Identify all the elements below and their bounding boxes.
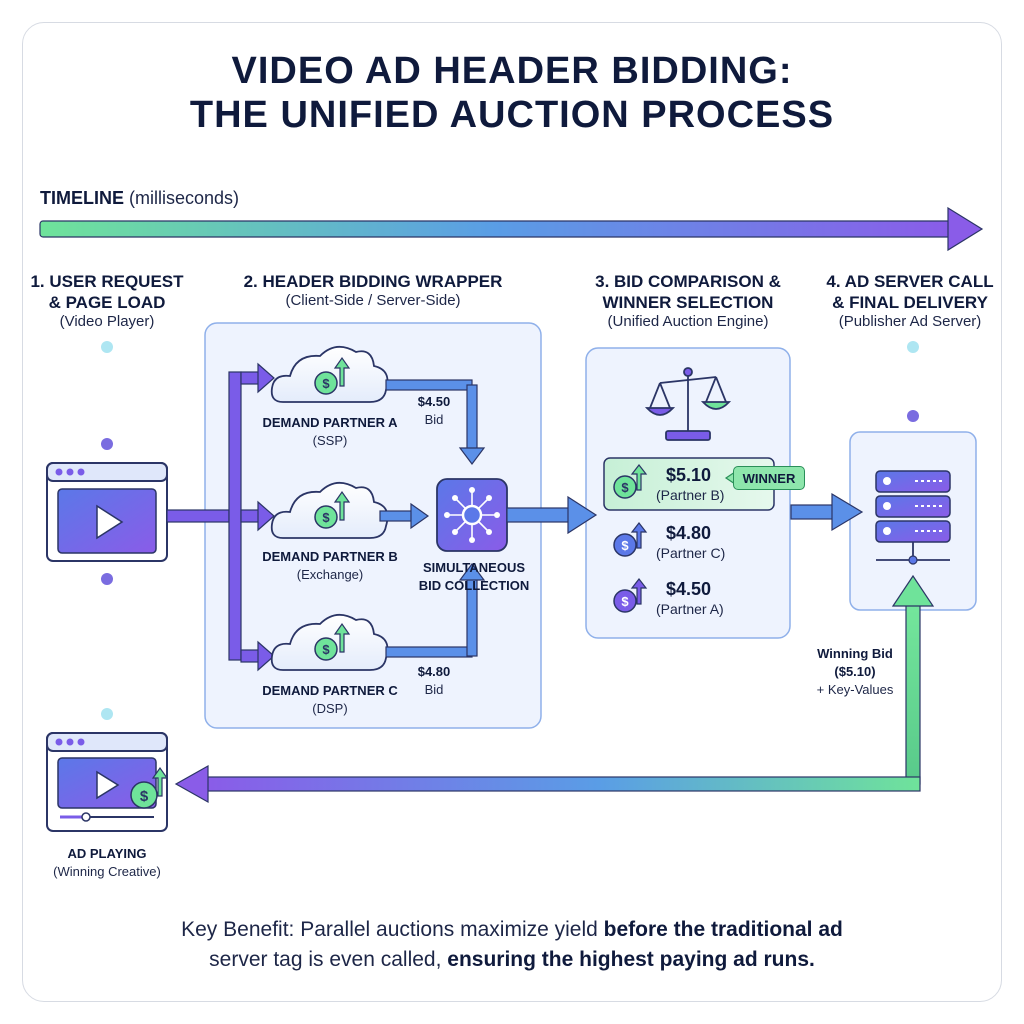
- partner-c-bid-label: Bid: [424, 682, 444, 697]
- svg-text:$: $: [322, 642, 330, 657]
- svg-text:$: $: [322, 376, 330, 391]
- scale-icon: [644, 367, 732, 441]
- phase-4-subtitle: (Publisher Ad Server): [838, 313, 982, 330]
- timeline-arrow: [39, 206, 984, 252]
- ad-playing-player: $: [46, 732, 169, 832]
- partner-c-bid: $4.80: [417, 664, 451, 679]
- phase-3-subtitle: (Unified Auction Engine): [607, 313, 769, 330]
- phase-1-title-1: 1. USER REQUEST: [30, 272, 184, 291]
- phase-3-title-1: 3. BID COMPARISON &: [595, 272, 781, 291]
- benefit-line-1: Key Benefit: Parallel auctions maximize …: [0, 916, 1024, 944]
- partner-a-type: (SSP): [312, 433, 348, 448]
- play-icon: [96, 770, 120, 800]
- phase-4-title-1: 4. AD SERVER CALL: [826, 272, 994, 291]
- fanout-arrows: [166, 362, 275, 672]
- hub-icon: [436, 478, 508, 552]
- partner-b-type: (Exchange): [296, 567, 364, 582]
- phase1-connector-bottom: [101, 573, 113, 720]
- title-line-2: THE UNIFIED AUCTION PROCESS: [189, 94, 835, 136]
- auction-to-server-arrow: [790, 492, 864, 532]
- dollar-up-icon: $: [314, 622, 351, 661]
- dollar-up-icon: $: [130, 766, 169, 809]
- bid-arrow-c: [385, 563, 486, 658]
- server-icon: [875, 470, 951, 565]
- rank-3-partner: (Partner A): [656, 601, 724, 617]
- timeline-label-rest: (milliseconds): [129, 188, 240, 208]
- partner-c-name: DEMAND PARTNER C: [262, 683, 398, 698]
- rank-2-partner: (Partner C): [656, 545, 726, 561]
- video-player-icon: [46, 462, 168, 562]
- benefit-line-2: server tag is even called, ensuring the …: [0, 946, 1024, 974]
- svg-text:$: $: [621, 594, 629, 609]
- phase1-connector-top: [101, 341, 113, 450]
- timeline-label: TIMELINE (milliseconds): [40, 188, 239, 209]
- winning-bid-line-2: ($5.10): [834, 664, 876, 679]
- phase-1-title-2: & PAGE LOAD: [48, 293, 166, 312]
- timeline-label-bold: TIMELINE: [40, 188, 124, 208]
- partner-a-bid-label: Bid: [424, 412, 444, 427]
- collection-line-2: BID COLLECTION: [418, 578, 530, 593]
- collection-line-1: SIMULTANEOUS: [422, 560, 526, 575]
- benefit-part-2: before the traditional ad: [603, 918, 843, 941]
- play-icon: [96, 504, 124, 540]
- dollar-up-icon: $: [314, 356, 351, 395]
- svg-text:$: $: [322, 510, 330, 525]
- winning-bid-line-3: + Key-Values: [816, 682, 894, 697]
- phase-3-title-2: WINNER SELECTION: [602, 293, 774, 312]
- svg-text:$: $: [621, 538, 629, 553]
- ad-playing-title: AD PLAYING: [67, 846, 147, 861]
- partner-b-name: DEMAND PARTNER B: [262, 549, 398, 564]
- bid-arrow-b: [379, 502, 430, 530]
- dollar-up-icon: $: [314, 490, 351, 529]
- return-arrow: [174, 574, 935, 804]
- dollar-up-icon: $: [613, 578, 648, 613]
- phase-4-title-2: & FINAL DELIVERY: [832, 293, 988, 312]
- bid-arrow-a: [385, 379, 486, 465]
- phase-2-subtitle: (Client-Side / Server-Side): [285, 292, 461, 309]
- partner-a-bid: $4.50: [417, 394, 451, 409]
- phase-1-subtitle: (Video Player): [59, 313, 155, 330]
- benefit-part-1: Key Benefit: Parallel auctions maximize …: [181, 918, 604, 941]
- partner-c-type: (DSP): [312, 701, 348, 716]
- benefit-part-3: server tag is even called,: [209, 948, 442, 971]
- rank-3-price: $4.50: [666, 579, 712, 599]
- ad-playing-subtitle: (Winning Creative): [53, 864, 161, 879]
- dollar-up-icon: $: [613, 464, 648, 499]
- benefit-part-4: ensuring the highest paying ad runs.: [441, 948, 815, 971]
- svg-text:$: $: [621, 480, 629, 495]
- phase-2-title: 2. HEADER BIDDING WRAPPER: [243, 272, 503, 291]
- hub-to-auction-arrow: [506, 495, 598, 535]
- winner-badge: WINNER: [733, 466, 805, 490]
- title-line-1: VIDEO AD HEADER BIDDING:: [231, 50, 793, 92]
- rank-1-price: $5.10: [666, 465, 712, 485]
- winning-bid-line-1: Winning Bid: [817, 646, 893, 661]
- diagram-frame: [22, 22, 1002, 1002]
- partner-a-name: DEMAND PARTNER A: [262, 415, 398, 430]
- rank-1-partner: (Partner B): [656, 487, 725, 503]
- dollar-up-icon: $: [613, 522, 648, 557]
- svg-text:$: $: [140, 788, 149, 805]
- phase4-connector: [907, 341, 919, 422]
- rank-2-price: $4.80: [666, 523, 712, 543]
